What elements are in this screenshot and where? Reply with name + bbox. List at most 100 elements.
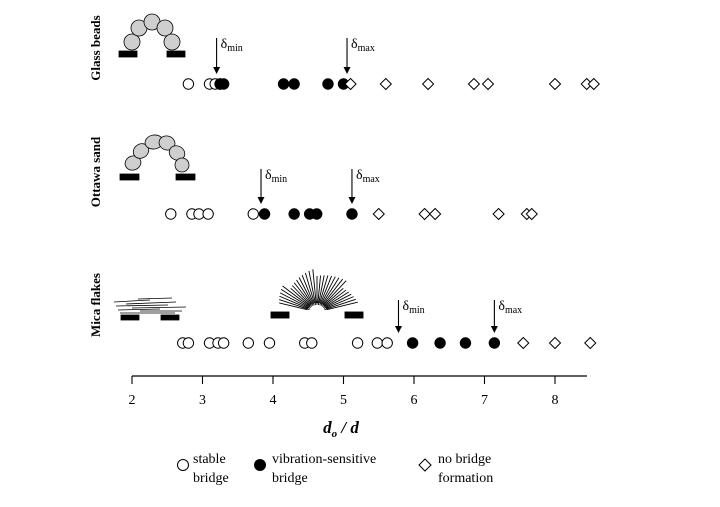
legend-item-no-bridge: no bridge formation bbox=[418, 452, 493, 486]
x-tick-label: 4 bbox=[270, 393, 277, 408]
flake bbox=[323, 288, 344, 306]
stable-bridge-point bbox=[182, 337, 195, 349]
mica-flake-fan bbox=[279, 269, 358, 311]
left-support-block bbox=[119, 173, 140, 181]
legend-label-stable-line1: stable bbox=[193, 452, 226, 467]
x-tick-label: 3 bbox=[199, 393, 206, 408]
bead bbox=[156, 19, 174, 37]
vibration-sensitive-point bbox=[346, 208, 358, 220]
x-tick-label: 6 bbox=[411, 393, 418, 408]
row-label-ottawa-sand: Ottawa sand bbox=[88, 136, 103, 207]
flake bbox=[279, 295, 309, 309]
x-axis-label: do / d bbox=[323, 418, 359, 440]
vibration-sensitive-point bbox=[258, 208, 271, 220]
x-axis-label-subscript: o bbox=[332, 428, 338, 440]
right-support-block bbox=[175, 173, 196, 181]
delta-max-annotation: δmax bbox=[348, 168, 380, 204]
flake bbox=[115, 304, 169, 307]
delta-min-annotation: δmin bbox=[213, 37, 243, 74]
x-tick-label: 2 bbox=[129, 393, 136, 408]
delta-max-label: δmax bbox=[498, 299, 522, 316]
delta-symbol: δ bbox=[265, 168, 272, 183]
legend-label-vibration-line2: bridge bbox=[272, 471, 308, 486]
legend-open-circle-icon bbox=[177, 459, 189, 471]
no-bridge-point bbox=[492, 207, 505, 221]
vibration-sensitive-point bbox=[322, 78, 334, 90]
flake bbox=[324, 298, 356, 310]
flake bbox=[308, 270, 317, 305]
no-bridge-point bbox=[379, 77, 393, 91]
x-axis-label-rest: / d bbox=[337, 418, 359, 437]
stable-bridge-point bbox=[247, 208, 259, 220]
delta-max-arrow-head bbox=[343, 67, 351, 74]
mica-arch-illustration bbox=[270, 269, 364, 319]
flake bbox=[113, 299, 151, 303]
delta-max-arrow-head bbox=[348, 197, 356, 204]
flake bbox=[291, 285, 313, 307]
delta-subscript: min bbox=[409, 305, 425, 316]
flake bbox=[290, 288, 311, 306]
flake bbox=[131, 306, 187, 309]
vibration-sensitive-point bbox=[459, 337, 472, 349]
delta-subscript: min bbox=[227, 43, 243, 54]
stable-bridge-point bbox=[381, 337, 393, 349]
left-support-block bbox=[120, 314, 140, 321]
no-bridge-point bbox=[467, 77, 481, 91]
delta-min-label: δmin bbox=[402, 299, 424, 316]
flake bbox=[298, 277, 314, 305]
delta-subscript: max bbox=[358, 43, 375, 54]
bead bbox=[163, 33, 181, 51]
delta-min-label: δmin bbox=[221, 37, 243, 54]
no-bridge-point bbox=[584, 336, 597, 350]
x-tick-label: 5 bbox=[340, 393, 347, 408]
flake bbox=[325, 296, 354, 309]
stable-bridge-point bbox=[202, 208, 214, 220]
no-bridge-point bbox=[418, 207, 431, 221]
flake bbox=[320, 277, 340, 307]
row-label-glass-beads: Glass beads bbox=[88, 15, 103, 80]
delta-max-annotation: δmax bbox=[343, 37, 375, 74]
legend-label-no-bridge-line2: formation bbox=[438, 471, 493, 486]
flake bbox=[321, 280, 347, 307]
mica-flat-layer-illustration bbox=[113, 297, 187, 321]
no-bridge-point bbox=[344, 77, 357, 91]
legend: stable bridge vibration-sensitive bridge… bbox=[177, 452, 493, 486]
glass-beads-arch-illustration bbox=[118, 13, 186, 58]
delta-max-label: δmax bbox=[356, 168, 380, 185]
stable-bridge-point bbox=[217, 337, 230, 349]
row-label-mica-flakes: Mica flakes bbox=[88, 273, 103, 337]
flake bbox=[137, 297, 173, 300]
left-support-block bbox=[118, 50, 138, 58]
vibration-sensitive-point bbox=[277, 78, 290, 90]
flake bbox=[312, 269, 317, 304]
vibration-sensitive-point bbox=[488, 337, 501, 349]
flake bbox=[319, 275, 332, 306]
x-axis-label-main: d bbox=[323, 418, 332, 437]
delta-min-arrow-head bbox=[257, 197, 265, 204]
flake bbox=[322, 289, 347, 308]
delta-min-annotation: δmin bbox=[257, 168, 287, 204]
flake bbox=[296, 279, 314, 307]
ottawa-sand-arch-illustration bbox=[119, 134, 196, 181]
flake bbox=[279, 302, 308, 311]
flake bbox=[301, 274, 315, 306]
no-bridge-point bbox=[587, 77, 600, 91]
flake bbox=[279, 292, 311, 309]
no-bridge-point bbox=[421, 77, 435, 91]
row-labels: Glass beads Ottawa sand Mica flakes bbox=[88, 15, 103, 337]
stable-bridge-point bbox=[306, 337, 318, 349]
x-tick-label: 7 bbox=[481, 393, 488, 408]
delta-symbol: δ bbox=[402, 299, 409, 314]
flake bbox=[304, 272, 315, 304]
legend-open-diamond-icon bbox=[418, 458, 432, 472]
delta-min-label: δmin bbox=[265, 168, 287, 185]
vibration-sensitive-point bbox=[434, 337, 446, 349]
right-support-block bbox=[160, 314, 180, 321]
no-bridge-point bbox=[517, 336, 530, 350]
flake bbox=[324, 291, 349, 308]
legend-label-no-bridge-line1: no bridge bbox=[438, 452, 491, 467]
flake bbox=[117, 308, 161, 311]
flake bbox=[323, 293, 352, 309]
